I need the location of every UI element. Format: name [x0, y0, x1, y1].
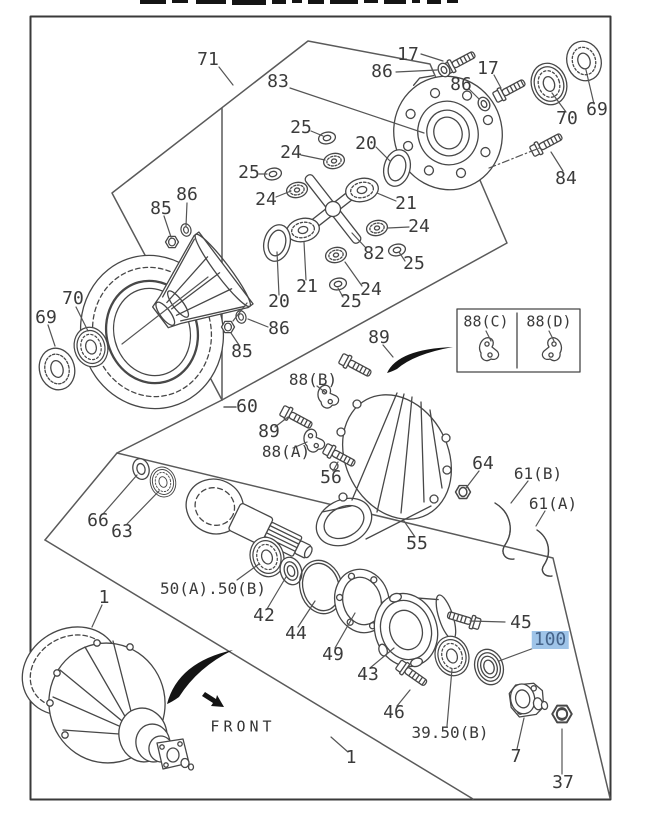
cropped-top-artifacts	[140, 0, 458, 5]
companion-flange-7	[508, 682, 549, 718]
inset-pointer-arrow	[387, 347, 453, 373]
callout-50-A-50-B-[interactable]: 50(A).50(B)	[160, 579, 266, 598]
callout-70[interactable]: 70	[556, 108, 578, 129]
callout-69[interactable]: 69	[35, 307, 57, 328]
callout-88-A-[interactable]: 88(A)	[261, 442, 311, 461]
nut-37-bore	[555, 708, 569, 720]
diagram-border	[29, 15, 612, 801]
exploded-view-arrow	[167, 650, 233, 704]
callout-17[interactable]: 17	[477, 58, 499, 79]
callout-88-D-[interactable]: 88(D)	[526, 312, 572, 331]
callout-70[interactable]: 70	[62, 288, 84, 309]
callout-24[interactable]: 24	[360, 279, 382, 300]
callout-88-B-[interactable]: 88(B)	[288, 370, 338, 389]
oil-pipe-61B	[494, 502, 515, 560]
lock-washer-69-left	[38, 347, 76, 391]
callout-86[interactable]: 86	[268, 318, 290, 339]
callout-49[interactable]: 49	[322, 644, 344, 665]
callout-20[interactable]: 20	[355, 133, 377, 154]
callout-46[interactable]: 46	[383, 702, 405, 723]
leader-lines	[47, 53, 595, 775]
callout-24[interactable]: 24	[255, 189, 277, 210]
callout-84[interactable]: 84	[555, 168, 577, 189]
callout-45[interactable]: 45	[510, 612, 532, 633]
callout-25[interactable]: 25	[238, 162, 260, 183]
oil-pipe-61A	[536, 529, 553, 577]
callout-61-B-[interactable]: 61(B)	[513, 464, 563, 483]
callout-64[interactable]: 64	[472, 453, 494, 474]
callout-21[interactable]: 21	[296, 276, 318, 297]
callout-56[interactable]: 56	[320, 467, 342, 488]
callout-39-50-B-[interactable]: 39.50(B)	[411, 723, 489, 742]
center-line-84	[488, 146, 543, 169]
callout-86[interactable]: 86	[176, 184, 198, 205]
callout-60[interactable]: 60	[236, 396, 258, 417]
callout-21[interactable]: 21	[395, 193, 417, 214]
callout-85[interactable]: 85	[150, 198, 172, 219]
callout-42[interactable]: 42	[253, 605, 275, 626]
callout-83[interactable]: 83	[267, 71, 289, 92]
drive-pinion	[185, 478, 313, 559]
callout-25[interactable]: 25	[403, 253, 425, 274]
differential-case-83	[152, 231, 254, 329]
callout-25[interactable]: 25	[290, 117, 312, 138]
callout-17[interactable]: 17	[397, 44, 419, 65]
spacer-100	[473, 648, 505, 686]
callout-37[interactable]: 37	[552, 772, 574, 793]
callout-24[interactable]: 24	[408, 216, 430, 237]
callout-24[interactable]: 24	[280, 142, 302, 163]
callout-61-A-[interactable]: 61(A)	[528, 494, 578, 513]
assembled-final-drive-1	[21, 626, 195, 771]
callout-85[interactable]: 85	[231, 341, 253, 362]
front-indicator: FRONT	[210, 717, 276, 736]
callout-71[interactable]: 71	[197, 49, 219, 70]
callout-1[interactable]: 1	[98, 587, 110, 608]
callout-43[interactable]: 43	[357, 664, 379, 685]
lock-washer-69-right	[566, 40, 602, 82]
carrier-housing-55	[315, 392, 453, 547]
callout-55[interactable]: 55	[406, 533, 428, 554]
callout-89[interactable]: 89	[368, 327, 390, 348]
callout-69[interactable]: 69	[586, 99, 608, 120]
callout-20[interactable]: 20	[268, 291, 290, 312]
callout-66[interactable]: 66	[87, 510, 109, 531]
callout-88-C-[interactable]: 88(C)	[463, 312, 509, 331]
callout-63[interactable]: 63	[111, 521, 133, 542]
washer-66	[132, 457, 150, 481]
callout-100[interactable]: 100	[531, 629, 569, 650]
callout-44[interactable]: 44	[285, 623, 307, 644]
callout-86[interactable]: 86	[450, 74, 472, 95]
callout-82[interactable]: 82	[363, 243, 385, 264]
callout-25[interactable]: 25	[340, 291, 362, 312]
callout-1[interactable]: 1	[345, 747, 357, 768]
callout-7[interactable]: 7	[510, 746, 522, 767]
callout-86[interactable]: 86	[371, 61, 393, 82]
callout-89[interactable]: 89	[258, 421, 280, 442]
front-arrow-icon	[202, 692, 224, 707]
